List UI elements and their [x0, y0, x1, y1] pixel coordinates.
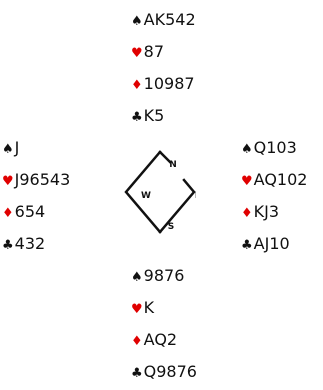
spade-icon: ♠	[131, 14, 143, 29]
compass-south-label: S	[168, 222, 174, 232]
east-diamonds-row: ♦KJ3	[241, 196, 307, 228]
east-diamonds: KJ3	[253, 202, 280, 221]
north-hearts-row: ♥87	[131, 36, 196, 68]
west-hearts: J96543	[14, 170, 71, 189]
diamond-icon: ♦	[131, 334, 143, 349]
north-hearts: 87	[143, 42, 165, 61]
east-clubs-row: ♣AJ10	[241, 228, 307, 260]
diamond-icon: ♦	[2, 206, 14, 221]
compass-frame-right-lower	[158, 178, 196, 234]
club-icon: ♣	[131, 366, 143, 381]
south-hearts-row: ♥K	[131, 292, 197, 324]
west-hearts-row: ♥J96543	[2, 164, 70, 196]
west-spades-row: ♠J	[2, 132, 70, 164]
west-diamonds-row: ♦654	[2, 196, 70, 228]
north-diamonds-row: ♦10987	[131, 68, 196, 100]
north-diamonds: 10987	[143, 74, 195, 93]
east-hand: ♠Q103 ♥AQ102 ♦KJ3 ♣AJ10	[241, 132, 307, 260]
west-diamonds: 654	[14, 202, 46, 221]
diamond-icon: ♦	[241, 206, 253, 221]
heart-icon: ♥	[131, 46, 143, 61]
east-spades-row: ♠Q103	[241, 132, 307, 164]
spade-icon: ♠	[131, 270, 143, 285]
compass-frame-right	[158, 150, 172, 164]
north-clubs-row: ♣K5	[131, 100, 196, 132]
club-icon: ♣	[2, 238, 14, 253]
compass-east-label: E	[195, 191, 196, 201]
south-clubs: Q9876	[143, 362, 197, 381]
south-spades-row: ♠9876	[131, 260, 197, 292]
compass-frame	[124, 150, 162, 234]
south-hand: ♠9876 ♥K ♦AQ2 ♣Q9876	[131, 260, 197, 388]
heart-icon: ♥	[2, 174, 14, 189]
south-diamonds: AQ2	[143, 330, 178, 349]
east-hearts-row: ♥AQ102	[241, 164, 307, 196]
west-spades: J	[14, 138, 20, 157]
spade-icon: ♠	[241, 142, 253, 157]
north-spades-row: ♠AK542	[131, 4, 196, 36]
south-clubs-row: ♣Q9876	[131, 356, 197, 388]
heart-icon: ♥	[131, 302, 143, 317]
south-diamonds-row: ♦AQ2	[131, 324, 197, 356]
diamond-icon: ♦	[131, 78, 143, 93]
west-hand: ♠J ♥J96543 ♦654 ♣432	[2, 132, 70, 260]
north-spades: AK542	[143, 10, 196, 29]
club-icon: ♣	[241, 238, 253, 253]
compass-diagram: N E S W	[124, 150, 196, 234]
north-hand: ♠AK542 ♥87 ♦10987 ♣K5	[131, 4, 196, 132]
spade-icon: ♠	[2, 142, 14, 157]
east-hearts: AQ102	[253, 170, 308, 189]
south-spades: 9876	[143, 266, 185, 285]
west-clubs: 432	[14, 234, 46, 253]
compass-west-label: W	[141, 191, 151, 201]
compass-north-label: N	[169, 160, 177, 170]
heart-icon: ♥	[241, 174, 253, 189]
west-clubs-row: ♣432	[2, 228, 70, 260]
north-clubs: K5	[143, 106, 165, 125]
south-hearts: K	[143, 298, 155, 317]
east-spades: Q103	[253, 138, 297, 157]
east-clubs: AJ10	[253, 234, 290, 253]
club-icon: ♣	[131, 110, 143, 125]
